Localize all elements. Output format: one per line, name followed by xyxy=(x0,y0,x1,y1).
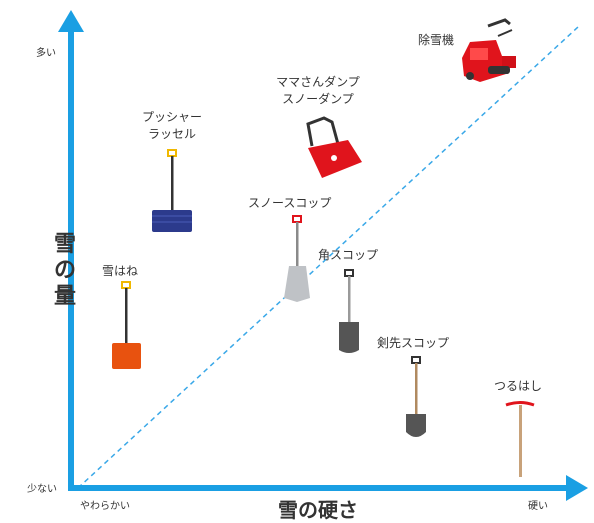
snow-scoop-label: スノースコップ xyxy=(248,196,332,210)
snow-blower-icon xyxy=(462,18,516,82)
pointed-shovel-label: 剣先スコップ xyxy=(377,336,450,350)
snow-scoop-icon xyxy=(284,215,310,302)
x-axis-left-label: やわらかい xyxy=(80,501,130,512)
square-shovel-icon xyxy=(339,269,359,353)
pusher-label-line2: ラッセル xyxy=(147,127,196,141)
y-axis-title: 雪の量 xyxy=(53,232,76,309)
y-axis-bottom-label: 少ない xyxy=(27,484,57,495)
x-axis xyxy=(68,475,588,501)
pusher-icon xyxy=(152,149,192,232)
x-axis-right-label: 硬い xyxy=(528,501,548,512)
mama-dump-label: ママさんダンプ スノーダンプ xyxy=(266,74,370,108)
pickaxe-label: つるはし xyxy=(494,379,543,393)
pusher-label-line1: プッシャー xyxy=(141,110,202,124)
snow-blower-label: 除雪機 xyxy=(418,33,455,47)
pointed-shovel-icon xyxy=(406,356,426,437)
y-axis-top-label: 多い xyxy=(36,48,56,59)
yukihane-label: 雪はね xyxy=(102,264,139,278)
square-shovel-label: 角スコップ xyxy=(318,248,379,262)
yukihane-icon xyxy=(112,281,141,369)
pusher-label: プッシャー ラッセル xyxy=(130,109,214,143)
x-axis-title: 雪の硬さ xyxy=(278,498,358,522)
y-axis xyxy=(58,10,84,490)
mama-dump-icon xyxy=(306,116,362,178)
mama-dump-label-line1: ママさんダンプ xyxy=(276,75,360,89)
mama-dump-label-line2: スノーダンプ xyxy=(282,92,354,106)
pickaxe-icon xyxy=(505,401,535,477)
